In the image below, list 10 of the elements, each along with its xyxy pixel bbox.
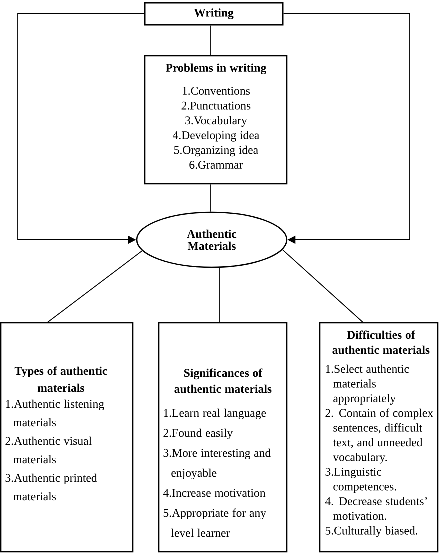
connector-line bbox=[282, 250, 364, 323]
connector-line bbox=[48, 250, 143, 323]
connector-line bbox=[210, 184, 212, 212]
connector-line bbox=[210, 25, 212, 56]
heading-box: Writing bbox=[144, 2, 284, 26]
text-box: Types of authentic materials 1.Authentic listening materials 2.Authentic visual materials 3.Authentic printed materials bbox=[0, 322, 134, 553]
arrow bbox=[283, 14, 410, 244]
text-box: Difficulties of authentic materials 1.Select authentic materials appropriately 2. Contain of complex sentences, difficult text, and unneeded vocabulary. 3.Linguistic competences. 4. Decrease students’ motivation. 5.Culturally biased. bbox=[319, 322, 439, 553]
text-box: Problems in writing 1.Conventions 2.Punctuations 3.Vocabulary 4.Developing idea 5.Organizing idea 6.Grammar bbox=[144, 55, 288, 185]
text-box: Significances of authentic materials 1.Learn real language 2.Found easily 3.More interesting and enjoyable 4.Increase motivation 5.Appropriate for any level learner bbox=[158, 322, 288, 553]
